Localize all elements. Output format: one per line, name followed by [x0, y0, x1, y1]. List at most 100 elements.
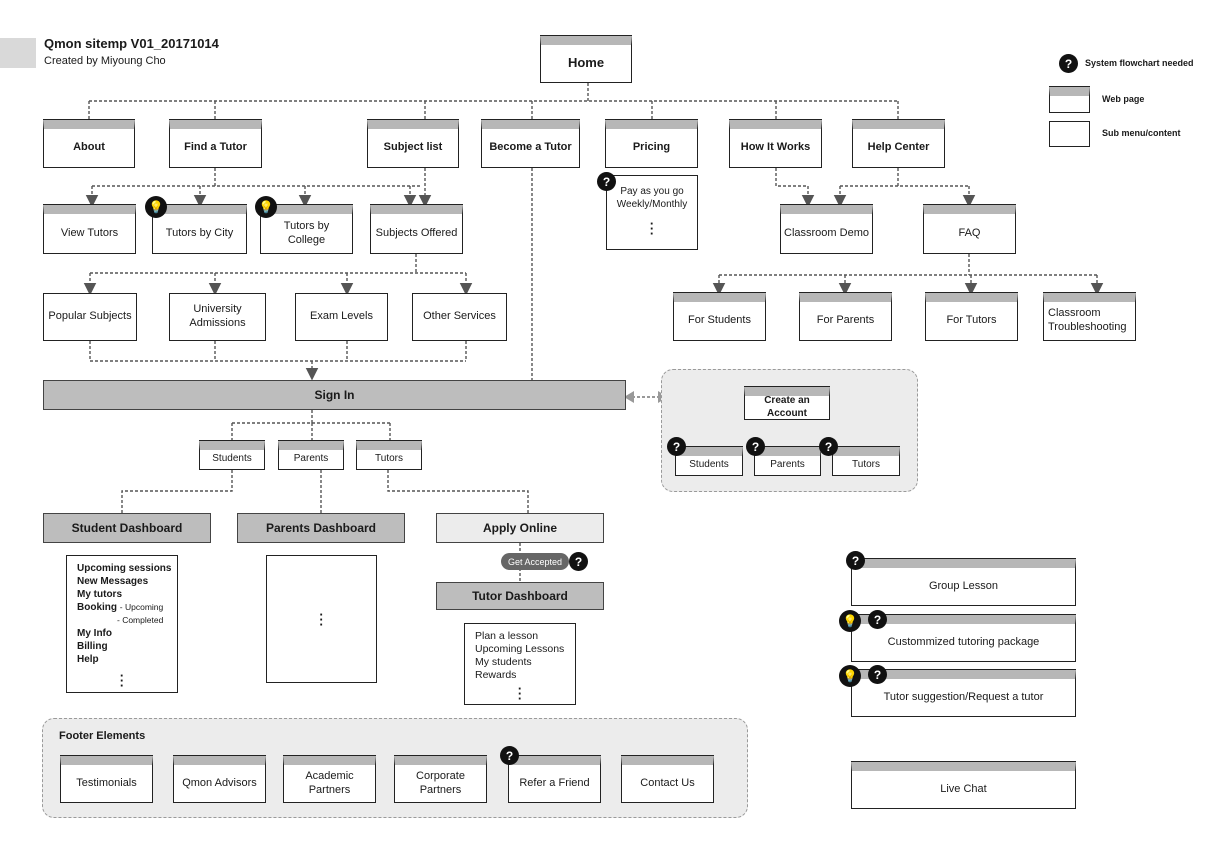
node-tutors-by-city[interactable]: Tutors by City	[152, 204, 247, 254]
footer-qmon-advisors[interactable]: Qmon Advisors	[173, 755, 266, 803]
node-help-center[interactable]: Help Center	[852, 119, 945, 168]
more-dots: ···	[517, 681, 523, 706]
footer-refer-a-friend[interactable]: Refer a Friend	[508, 755, 601, 803]
footer-title: Footer Elements	[59, 730, 146, 742]
menu-upcoming-sessions[interactable]: Upcoming sessions	[77, 563, 172, 574]
node-how-it-works[interactable]: How It Works	[729, 119, 822, 168]
menu-help[interactable]: Help	[77, 654, 99, 665]
legend-webpage-label: Web page	[1102, 94, 1145, 104]
menu-rewards[interactable]: Rewards	[475, 669, 517, 681]
menu-booking-upcoming[interactable]: - Upcoming	[119, 602, 164, 612]
node-popular-subjects[interactable]: Popular Subjects	[43, 293, 137, 341]
node-tutors-by-college[interactable]: Tutors by College	[260, 204, 353, 254]
corner-tab	[0, 38, 36, 68]
node-signin-students[interactable]: Students	[199, 440, 265, 470]
question-icon: ?	[746, 437, 765, 456]
connector-subjects-bus	[90, 254, 466, 274]
node-become-a-tutor[interactable]: Become a Tutor	[481, 119, 580, 168]
node-subjects-offered[interactable]: Subjects Offered	[370, 204, 463, 254]
question-icon: ?	[868, 665, 887, 684]
connector-categories-to-signin	[89, 341, 467, 362]
connector-home-nav	[88, 83, 899, 120]
node-faq[interactable]: FAQ	[923, 204, 1016, 254]
footer-testimonials[interactable]: Testimonials	[60, 755, 153, 803]
node-signin-tutors[interactable]: Tutors	[356, 440, 422, 470]
node-find-a-tutor[interactable]: Find a Tutor	[169, 119, 262, 168]
menu-billing[interactable]: Billing	[77, 641, 108, 652]
menu-booking[interactable]: Booking	[77, 602, 117, 613]
legend-flowchart-label: System flowchart needed	[1085, 58, 1194, 68]
node-other-services[interactable]: Other Services	[412, 293, 507, 341]
node-for-students[interactable]: For Students	[673, 292, 766, 341]
menu-my-students[interactable]: My students	[475, 656, 532, 668]
pricing-pay-as-you-go: Pay as you go	[620, 186, 684, 197]
connector-find-tutor-bus	[92, 168, 420, 187]
node-exam-levels[interactable]: Exam Levels	[295, 293, 388, 341]
pricing-submenu: Pay as you go Weekly/Monthly ···	[606, 175, 698, 250]
node-subject-list[interactable]: Subject list	[367, 119, 459, 168]
node-for-tutors[interactable]: For Tutors	[925, 292, 1018, 341]
node-view-tutors[interactable]: View Tutors	[43, 204, 136, 254]
question-icon: ?	[819, 437, 838, 456]
menu-plan-lesson[interactable]: Plan a lesson	[475, 630, 539, 642]
connector-tutors-apply	[387, 470, 529, 513]
tutor-dashboard-menu: Plan a lesson Upcoming Lessons My studen…	[464, 623, 576, 705]
student-dashboard-menu: Upcoming sessions New Messages My tutors…	[66, 555, 178, 693]
question-icon: ?	[846, 551, 865, 570]
question-icon: ?	[597, 172, 616, 191]
node-student-dashboard[interactable]: Student Dashboard	[43, 513, 211, 543]
menu-booking-completed[interactable]: - Completed	[117, 615, 164, 625]
connector-help-bus	[840, 168, 969, 187]
menu-new-messages[interactable]: New Messages	[77, 576, 149, 587]
node-classroom-troubleshooting[interactable]: Classroom Troubleshooting	[1043, 292, 1136, 341]
legend-webpage-swatch	[1049, 86, 1090, 113]
connector-signin-bus	[231, 410, 391, 441]
node-pricing[interactable]: Pricing	[605, 119, 698, 168]
connector-students-dash	[121, 470, 233, 513]
node-account-parents[interactable]: Parents	[754, 446, 821, 476]
question-icon: ?	[868, 610, 887, 629]
lightbulb-icon: 💡	[145, 196, 167, 218]
node-account-tutors[interactable]: Tutors	[832, 446, 900, 476]
lightbulb-icon: 💡	[839, 665, 861, 687]
legend-submenu-swatch	[1049, 121, 1090, 147]
node-university-admissions[interactable]: University Admissions	[169, 293, 266, 341]
more-dots: ···	[119, 668, 125, 693]
lightbulb-icon: 💡	[255, 196, 277, 218]
node-for-parents[interactable]: For Parents	[799, 292, 892, 341]
node-create-account[interactable]: Create an Account	[744, 386, 830, 420]
node-classroom-demo[interactable]: Classroom Demo	[780, 204, 873, 254]
connector-how-works	[775, 168, 815, 208]
node-live-chat[interactable]: Live Chat	[851, 761, 1076, 809]
node-group-lesson[interactable]: Group Lesson	[851, 558, 1076, 606]
get-accepted-badge: Get Accepted	[501, 553, 569, 570]
node-about[interactable]: About	[43, 119, 135, 168]
author-line: Created by Miyoung Cho	[44, 55, 166, 67]
pricing-weekly-monthly: Weekly/Monthly	[616, 198, 688, 210]
connector-faq-bus	[719, 254, 1097, 276]
more-dots: ···	[649, 216, 655, 241]
question-icon: ?	[500, 746, 519, 765]
node-customized-package[interactable]: Custommized tutoring package	[851, 614, 1076, 662]
question-icon: ?	[667, 437, 686, 456]
node-sign-in[interactable]: Sign In	[43, 380, 626, 410]
node-tutor-dashboard[interactable]: Tutor Dashboard	[436, 582, 604, 610]
menu-my-info[interactable]: My Info	[77, 628, 112, 639]
menu-upcoming-lessons[interactable]: Upcoming Lessons	[475, 643, 565, 655]
footer-corporate-partners[interactable]: Corporate Partners	[394, 755, 487, 803]
node-tutor-suggestion[interactable]: Tutor suggestion/Request a tutor	[851, 669, 1076, 717]
node-home[interactable]: Home	[540, 35, 632, 83]
node-parents-dashboard[interactable]: Parents Dashboard	[237, 513, 405, 543]
question-icon: ?	[1059, 54, 1078, 73]
node-apply-online[interactable]: Apply Online	[436, 513, 604, 543]
more-dots: ···	[319, 606, 324, 632]
footer-academic-partners[interactable]: Academic Partners	[283, 755, 376, 803]
node-signin-parents[interactable]: Parents	[278, 440, 344, 470]
page-title: Qmon sitemp V01_20171014	[44, 36, 219, 51]
question-icon: ?	[569, 552, 588, 571]
node-account-students[interactable]: Students	[675, 446, 743, 476]
legend-submenu-label: Sub menu/content	[1102, 128, 1181, 138]
menu-my-tutors[interactable]: My tutors	[77, 589, 122, 600]
footer-contact-us[interactable]: Contact Us	[621, 755, 714, 803]
